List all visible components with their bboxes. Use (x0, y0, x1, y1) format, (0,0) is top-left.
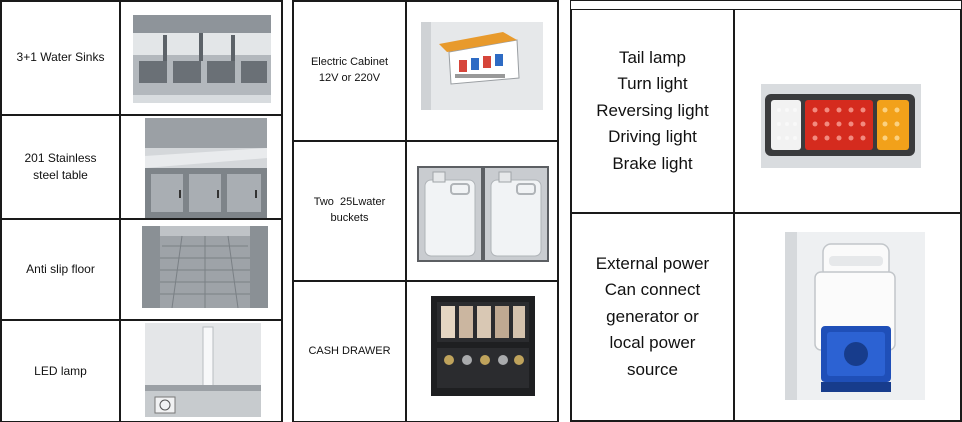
feature-label: LED lamp (34, 363, 87, 378)
feature-label-line: Driving light (608, 127, 697, 147)
water-sinks-photo (133, 15, 271, 103)
anti-slip-floor-photo (142, 226, 268, 308)
label-cell-cash-drawer: CASH DRAWER (293, 281, 406, 422)
feature-label-line: External power (595, 254, 710, 274)
right-feature-table: Tail lamp Turn light Reversing light Dri… (570, 0, 962, 422)
middle-feature-table: Electric Cabinet 12V or 220V Two 25Lwate… (292, 0, 559, 422)
feature-label: 201 Stainless steel table (24, 150, 97, 182)
feature-label-line: Turn light (617, 74, 688, 94)
feature-label-line: Tail lamp (618, 48, 687, 68)
image-cell-stainless-table (120, 115, 282, 219)
feature-label-line: Can connect (604, 280, 701, 300)
water-buckets-photo (417, 166, 549, 262)
left-feature-table: 3+1 Water Sinks 201 Stainless steel tabl… (0, 0, 283, 422)
label-cell-water-sinks: 3+1 Water Sinks (1, 1, 120, 115)
led-lamp-photo (145, 323, 261, 417)
image-cell-electric-cabinet (406, 1, 558, 141)
feature-label: 3+1 Water Sinks (16, 50, 105, 65)
feature-label-line: Reversing light (596, 100, 709, 120)
image-cell-led-lamp (120, 320, 282, 422)
label-cell-stainless-table: 201 Stainless steel table (1, 115, 120, 219)
label-cell-water-buckets: Two 25Lwater buckets (293, 141, 406, 281)
tail-lamp-photo (761, 84, 921, 168)
image-cell-water-buckets (406, 141, 558, 281)
stainless-table-photo (145, 118, 267, 218)
feature-label-line: generator or (606, 306, 699, 326)
image-cell-anti-slip-floor (120, 219, 282, 320)
image-cell-water-sinks (120, 1, 282, 115)
image-cell-cash-drawer (406, 281, 558, 422)
label-cell-electric-cabinet: Electric Cabinet 12V or 220V (293, 1, 406, 141)
electric-cabinet-photo (421, 22, 543, 110)
label-cell-led-lamp: LED lamp (1, 320, 120, 422)
feature-label: Electric Cabinet 12V or 220V (310, 56, 389, 84)
feature-label-multiline: Tail lamp Turn light Reversing light Dri… (590, 45, 714, 177)
feature-label: Anti slip floor (26, 261, 95, 276)
cash-drawer-photo (431, 296, 535, 396)
image-cell-tail-lamp (734, 9, 961, 213)
label-cell-external-power: External power Can connect generator or … (571, 213, 734, 421)
feature-label: Two 25Lwater buckets (313, 196, 389, 224)
label-cell-anti-slip-floor: Anti slip floor (1, 219, 120, 320)
label-cell-tail-lamp: Tail lamp Turn light Reversing light Dri… (571, 9, 734, 213)
feature-label-line: Brake light (612, 153, 693, 173)
image-cell-external-power (734, 213, 961, 421)
feature-label-multiline: External power Can connect generator or … (590, 251, 715, 383)
feature-label-line: local power (609, 333, 696, 353)
power-socket-photo (785, 232, 925, 400)
feature-label: CASH DRAWER (308, 345, 391, 358)
feature-label-line: source (626, 359, 678, 379)
